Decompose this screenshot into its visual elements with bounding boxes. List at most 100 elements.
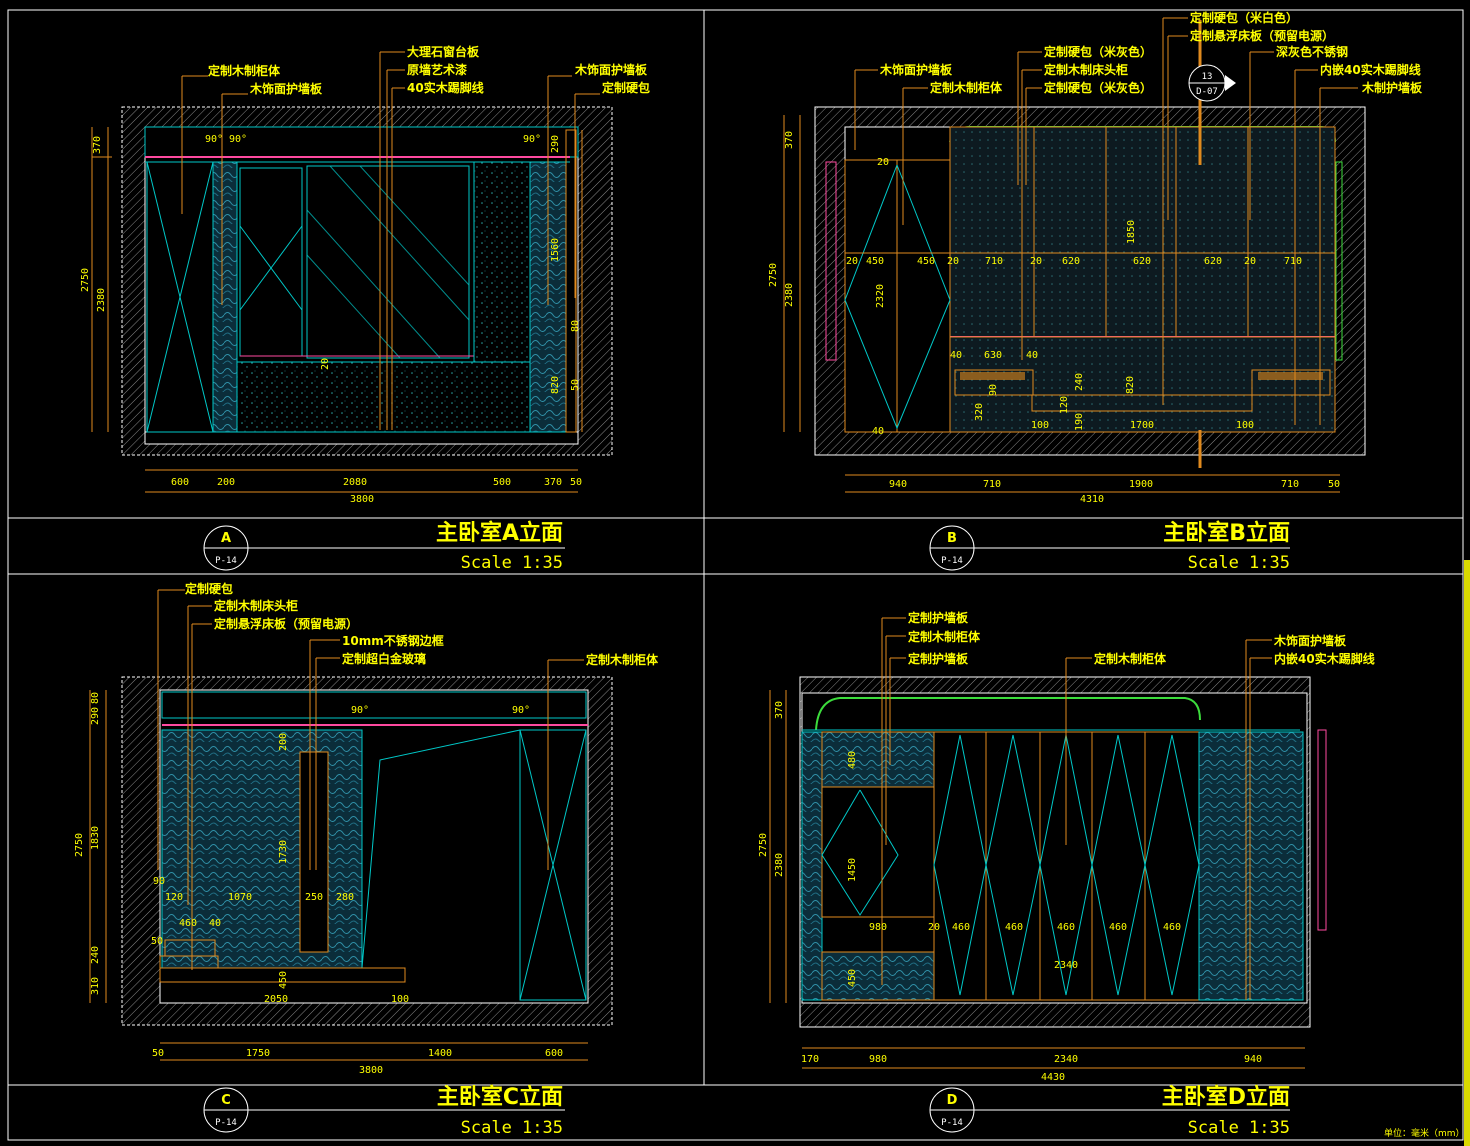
dim-d-l0: 370 <box>774 701 785 719</box>
misc-c-12: 450 <box>278 971 289 989</box>
misc-d-1: 1450 <box>847 858 858 882</box>
dim-b-b2: 1900 <box>1129 479 1153 490</box>
dim-a-l2: 2380 <box>96 288 107 312</box>
label-b-1: 定制悬浮床板（预留电源） <box>1190 28 1334 43</box>
misc-d-0: 480 <box>847 751 858 769</box>
dim-d-b2: 2340 <box>1054 1054 1078 1065</box>
annotations-c: 定制硬包 定制木制床头柜 定制悬浮床板（预留电源） 10mm不锈钢边框 定制超白… <box>74 581 659 1076</box>
label-c-5: 定制木制柜体 <box>586 652 659 667</box>
label-c-4: 定制超白金玻璃 <box>342 651 426 666</box>
dim-b-l1: 2750 <box>768 263 779 287</box>
elevation-d <box>769 617 1327 1069</box>
misc-c-13: 2050 <box>264 994 288 1005</box>
dim-d-b3: 940 <box>1244 1054 1262 1065</box>
bubble-letter-d: D <box>947 1093 958 1108</box>
misc-d-5: 460 <box>952 922 970 933</box>
label-b-6: 定制木制柜体 <box>930 80 1003 95</box>
dim-a-b0: 600 <box>171 477 189 488</box>
dim-c-l1: 290 <box>90 707 101 725</box>
label-b-3: 内嵌40实木踢脚线 <box>1320 62 1421 77</box>
dim-d-l1: 2750 <box>758 833 769 857</box>
misc-d-2: 450 <box>847 969 858 987</box>
bubble-letter-c: C <box>221 1093 231 1108</box>
dim-b-r6: 620 <box>1062 256 1080 267</box>
scale-a: Scale 1:35 <box>461 553 563 573</box>
misc-c-7: 250 <box>305 892 323 903</box>
title-b: 主卧室B立面 <box>1163 520 1290 546</box>
scale-b: Scale 1:35 <box>1188 553 1290 573</box>
dim-c-b0: 50 <box>152 1048 164 1059</box>
label-b-2: 深灰色不锈钢 <box>1276 44 1348 59</box>
label-d-3: 定制木制柜体 <box>1094 651 1167 666</box>
bubble-sheet-d: P-14 <box>941 1118 963 1128</box>
dim-b-r4: 710 <box>985 256 1003 267</box>
misc-a-1: 90° <box>229 134 247 145</box>
misc-c-1: 90° <box>512 705 530 716</box>
dim-b-b1: 710 <box>983 479 1001 490</box>
misc-b-14: 40 <box>872 426 884 437</box>
misc-c-5: 120 <box>165 892 183 903</box>
label-a-3: 原墙艺术漆 <box>407 62 467 77</box>
misc-b-6: 820 <box>1125 376 1136 394</box>
bubble-letter-b: B <box>947 531 957 546</box>
misc-d-9: 460 <box>1163 922 1181 933</box>
dim-b-b3: 710 <box>1281 479 1299 490</box>
label-b-4: 木制护墙板 <box>1361 80 1423 95</box>
misc-c-2: 200 <box>278 733 289 751</box>
dim-a-b2: 2080 <box>343 477 367 488</box>
dim-a-b3: 500 <box>493 477 511 488</box>
title-block-a: A P-14 主卧室A立面 Scale 1:35 <box>203 520 565 573</box>
label-c-0: 定制硬包 <box>185 581 233 596</box>
label-d-1: 定制木制柜体 <box>908 629 981 644</box>
dim-b-r5: 20 <box>1030 256 1042 267</box>
dim-b-r8: 620 <box>1204 256 1222 267</box>
dim-b-r7: 620 <box>1133 256 1151 267</box>
dim-d-l2: 2380 <box>774 853 785 877</box>
misc-b-11: 100 <box>1031 420 1049 431</box>
misc-c-10: 40 <box>209 918 221 929</box>
misc-a-0: 90° <box>205 134 223 145</box>
label-d-5: 内嵌40实木踢脚线 <box>1274 651 1375 666</box>
label-b-9: 定制硬包（米灰色） <box>1044 80 1152 95</box>
misc-d-7: 460 <box>1057 922 1075 933</box>
dim-a-r2: 80 <box>570 320 581 332</box>
elevation-a <box>91 51 613 493</box>
misc-b-12: 1700 <box>1130 420 1154 431</box>
title-c: 主卧室C立面 <box>437 1084 563 1110</box>
misc-b-9: 120 <box>1059 396 1070 414</box>
dim-a-l1: 2750 <box>80 268 91 292</box>
dim-a-r4: 820 <box>550 376 561 394</box>
bubble-letter-a: A <box>221 531 231 546</box>
misc-b-10: 190 <box>1074 413 1085 431</box>
scale-d: Scale 1:35 <box>1188 1118 1290 1138</box>
misc-d-4: 20 <box>928 922 940 933</box>
title-a: 主卧室A立面 <box>436 520 563 546</box>
dim-c-l5: 310 <box>90 977 101 995</box>
scale-c: Scale 1:35 <box>461 1118 563 1138</box>
label-a-0: 定制木制柜体 <box>208 63 281 78</box>
label-b-0: 定制硬包（米白色） <box>1190 10 1298 25</box>
dim-b-b4: 50 <box>1328 479 1340 490</box>
dim-b-l2: 2380 <box>784 283 795 307</box>
label-c-1: 定制木制床头柜 <box>214 598 298 613</box>
dim-c-l2: 2750 <box>74 833 85 857</box>
label-a-2: 大理石窗台板 <box>407 44 480 59</box>
misc-c-0: 90° <box>351 705 369 716</box>
bubble-sheet-b: P-14 <box>941 556 963 566</box>
right-edge-strip <box>1464 560 1470 1146</box>
dim-c-l3: 1830 <box>90 826 101 850</box>
label-b-8: 定制木制床头柜 <box>1044 62 1128 77</box>
misc-b-13: 100 <box>1236 420 1254 431</box>
dim-b-r2: 450 <box>917 256 935 267</box>
label-c-2: 定制悬浮床板（预留电源） <box>214 616 358 631</box>
dim-b-r1: 450 <box>866 256 884 267</box>
dim-a-r0: 290 <box>550 135 561 153</box>
bubble-sheet-c: P-14 <box>215 1118 237 1128</box>
label-b-7: 定制硬包（米灰色） <box>1044 44 1152 59</box>
dim-d-b1: 980 <box>869 1054 887 1065</box>
annotations-d: 定制护墙板 定制木制柜体 定制护墙板 定制木制柜体 木饰面护墙板 内嵌40实木踢… <box>758 610 1375 1083</box>
dim-b-r3: 20 <box>947 256 959 267</box>
dim-c-l0: 80 <box>90 692 101 704</box>
dim-b-r0: 20 <box>846 256 858 267</box>
